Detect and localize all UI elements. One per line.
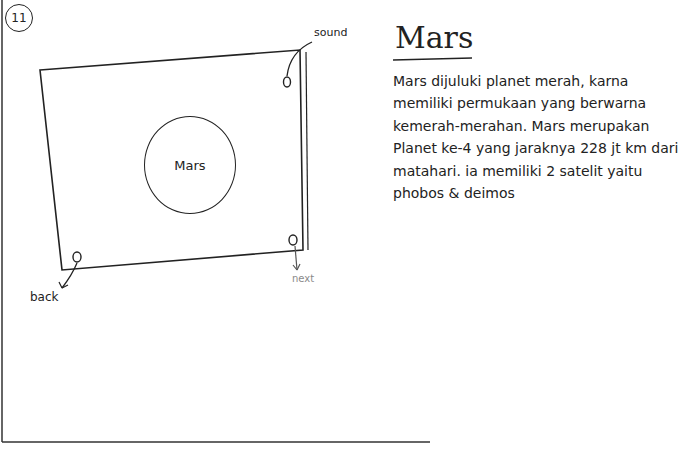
screen-rectangle	[40, 50, 303, 270]
callout-number: 11	[11, 11, 26, 25]
button-label: sound	[314, 26, 347, 39]
back-button	[73, 252, 81, 262]
button-label: back	[30, 290, 59, 304]
leader-arrow	[59, 282, 68, 288]
leader-arrow	[293, 264, 300, 270]
title-underline	[393, 58, 472, 60]
planet-label: Mars	[174, 158, 205, 173]
button-label: next	[292, 273, 314, 285]
frame-line	[1, 0, 3, 442]
screen-edge	[306, 52, 308, 250]
callout-circle: 11	[5, 4, 33, 32]
next-button	[289, 235, 297, 245]
planet-circle: Mars	[144, 116, 236, 214]
heading: Mars	[395, 20, 473, 55]
sound-button	[284, 77, 291, 87]
body-note: Mars dijuluki planet merah, karna memili…	[393, 70, 681, 204]
leader-line	[287, 42, 312, 76]
leader-line	[295, 246, 297, 270]
frame-line	[2, 441, 430, 443]
leader-line	[62, 263, 77, 288]
